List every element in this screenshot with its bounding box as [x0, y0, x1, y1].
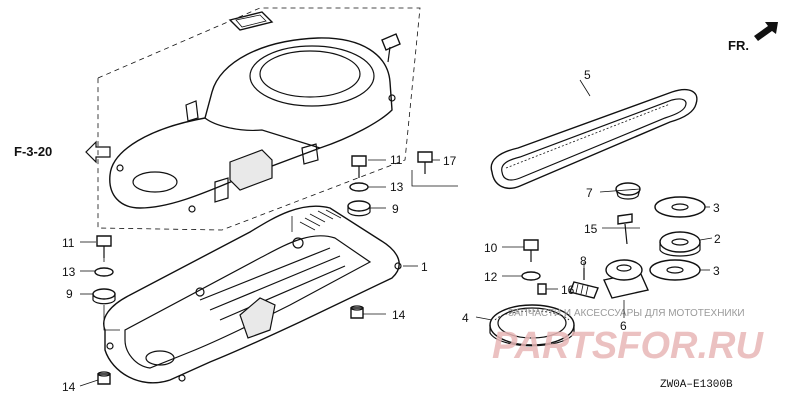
reference-arrow: F-3-20 [14, 140, 111, 164]
callout-10: 10 [484, 241, 498, 255]
callout-7: 7 [586, 186, 593, 200]
callout-16: 16 [561, 283, 575, 297]
washer-13-left [94, 267, 114, 277]
callout-3-lower: 3 [713, 264, 720, 278]
washer-12 [521, 271, 541, 281]
callout-3-upper: 3 [713, 201, 720, 215]
callout-17: 17 [443, 154, 457, 168]
spring-8 [569, 268, 599, 299]
reference-label: F-3-20 [14, 144, 52, 159]
pulley-2 [659, 231, 701, 257]
callout-11-mid: 11 [390, 153, 403, 167]
watermark-logo: PARTSFOR.RU [492, 325, 764, 367]
bolt-11-mid [351, 155, 367, 178]
front-label: FR. [728, 38, 749, 53]
crankshaft-pulley-4 [489, 304, 575, 347]
front-direction-indicator: FR. [728, 22, 778, 53]
plate-3-lower [649, 259, 701, 281]
collar-14-left [97, 371, 111, 385]
timing-belt [490, 88, 698, 190]
callout-15: 15 [584, 222, 598, 236]
grommet-9-mid [347, 200, 371, 217]
plate-3-upper [654, 196, 706, 218]
washer-13-mid [349, 182, 369, 192]
under-cover [103, 205, 402, 384]
bolt-17 [417, 151, 433, 174]
callout-13-mid: 13 [390, 180, 404, 194]
tensioner-6 [603, 259, 649, 299]
callout-4: 4 [462, 311, 469, 325]
callout-14-mid: 14 [392, 308, 406, 322]
cap-7 [615, 182, 641, 200]
watermark-caption: ЗАПЧАСТИ И АКСЕССУАРЫ ДЛЯ МОТОТЕХНИКИ [508, 308, 745, 319]
bolt-10 [523, 239, 539, 262]
pin-16 [537, 283, 547, 295]
diagram-code: ZW0A–E1300B [660, 379, 733, 391]
callout-9-left: 9 [66, 287, 73, 301]
bolt-11-left [96, 235, 112, 258]
callout-12: 12 [484, 270, 498, 284]
callout-8: 8 [580, 254, 587, 268]
callout-6: 6 [620, 319, 627, 333]
cover-group-outline [97, 7, 421, 231]
callout-1: 1 [421, 260, 428, 274]
leader-lines [79, 79, 713, 387]
callout-13-left: 13 [62, 265, 76, 279]
callout-5: 5 [584, 68, 591, 82]
timing-belt-cover [109, 37, 396, 213]
cover-bolt [381, 33, 401, 63]
callout-2: 2 [714, 232, 721, 246]
callout-14-left: 14 [62, 380, 76, 394]
grommet-9-left [92, 288, 116, 305]
collar-14-mid [350, 305, 364, 319]
bolt-15 [617, 213, 633, 245]
callout-11-left: 11 [62, 236, 75, 250]
callout-9-mid: 9 [392, 202, 399, 216]
